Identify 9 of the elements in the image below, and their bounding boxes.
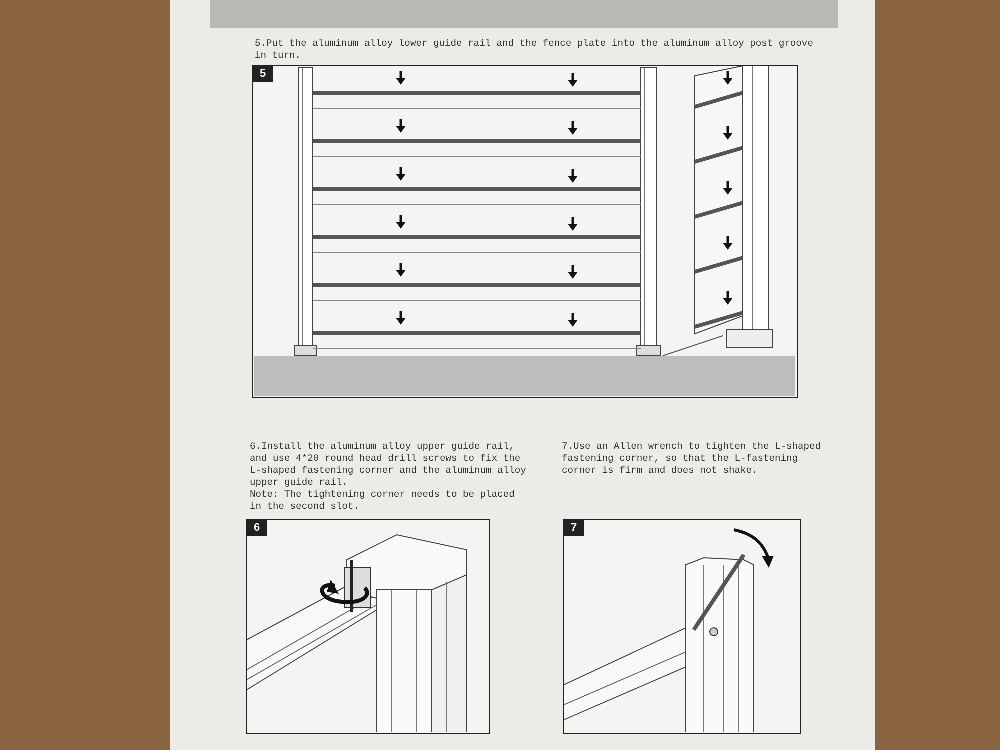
instruction-text: 5.Put the aluminum alloy lower guide rail and the fence plate into the aluminum alloy post groove in turn.: [255, 38, 814, 62]
step-number: 6: [247, 520, 268, 536]
note-text: Note: The tightening corner needs to be placed in the second slot.: [250, 489, 516, 513]
step-number: 5: [253, 66, 274, 82]
instruction-text: 7.Use an Allen wrench to tighten the L-shaped fastening corner, so that the L-fastening corner is firm and does not shake.: [562, 441, 822, 477]
illustration-panel: [246, 519, 490, 734]
instruction-text: 6.Install the aluminum alloy upper guide rail, and use 4*20 round head drill screws to fix the L-shaped fastening corner and the aluminum alloy upper guide rail.: [250, 441, 528, 489]
illustration-panel: [563, 519, 801, 734]
step-number: 7: [564, 520, 584, 536]
